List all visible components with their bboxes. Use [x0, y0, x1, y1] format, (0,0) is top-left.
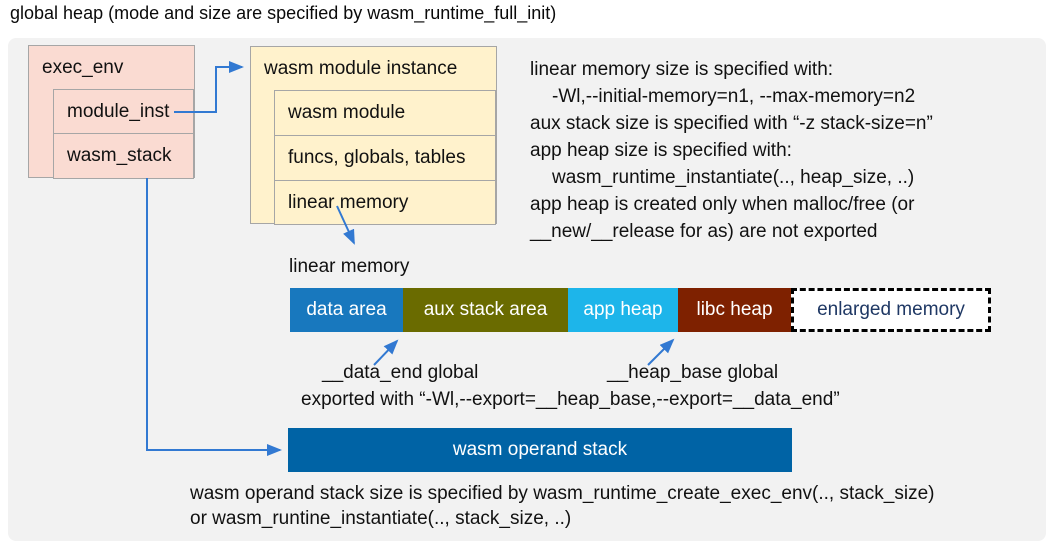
note-line: app heap size is specified with: — [530, 140, 792, 161]
diagram-title: global heap (mode and size are specified… — [10, 3, 557, 23]
heap-base-global-label: __heap_base global — [607, 362, 779, 383]
operand-stack-notes: wasm operand stack size is specified by … — [190, 481, 935, 531]
exec-env-header: exec_env — [42, 56, 124, 78]
segment-libc-heap: libc heap — [678, 288, 791, 332]
wasm-module-instance-header: wasm module instance — [264, 57, 458, 79]
note-line: linear memory size is specified with: — [530, 59, 834, 80]
export-note-label: exported with “-Wl,--export=__heap_base,… — [301, 389, 840, 410]
segment-app-heap: app heap — [568, 288, 678, 332]
data-end-global-label: __data_end global — [322, 362, 479, 383]
segment-enlarged-memory: enlarged memory — [791, 288, 991, 332]
note-line: aux stack size is specified with “-z sta… — [530, 113, 933, 134]
instance-row-funcs-globals-tables: funcs, globals, tables — [274, 135, 496, 181]
note-line: app heap is created only when malloc/fre… — [530, 194, 915, 215]
note-line: __new/__release for as) are not exported — [530, 221, 878, 242]
segment-aux-stack-area: aux stack area — [403, 288, 568, 332]
instance-row-linear-memory: linear memory — [274, 180, 496, 225]
memory-config-notes: linear memory size is specified with: -W… — [530, 56, 933, 245]
linear-memory-label: linear memory — [289, 256, 410, 277]
exec-env-row-wasm-stack: wasm_stack — [53, 133, 194, 179]
note-line: -Wl,--initial-memory=n1, --max-memory=n2 — [552, 86, 916, 107]
instance-row-wasm-module: wasm module — [274, 90, 496, 136]
note-line: or wasm_runtine_instantiate(.., stack_si… — [190, 508, 572, 529]
wasm-operand-stack-bar: wasm operand stack — [288, 428, 792, 472]
wasm-module-instance-box: wasm module instance wasm module funcs, … — [250, 46, 497, 225]
note-line: wasm_runtime_instantiate(.., heap_size, … — [552, 167, 915, 188]
note-line: wasm operand stack size is specified by … — [190, 483, 935, 504]
segment-data-area: data area — [290, 288, 403, 332]
exec-env-box: exec_env module_inst wasm_stack — [28, 45, 195, 179]
exec-env-row-module-inst: module_inst — [53, 89, 194, 134]
